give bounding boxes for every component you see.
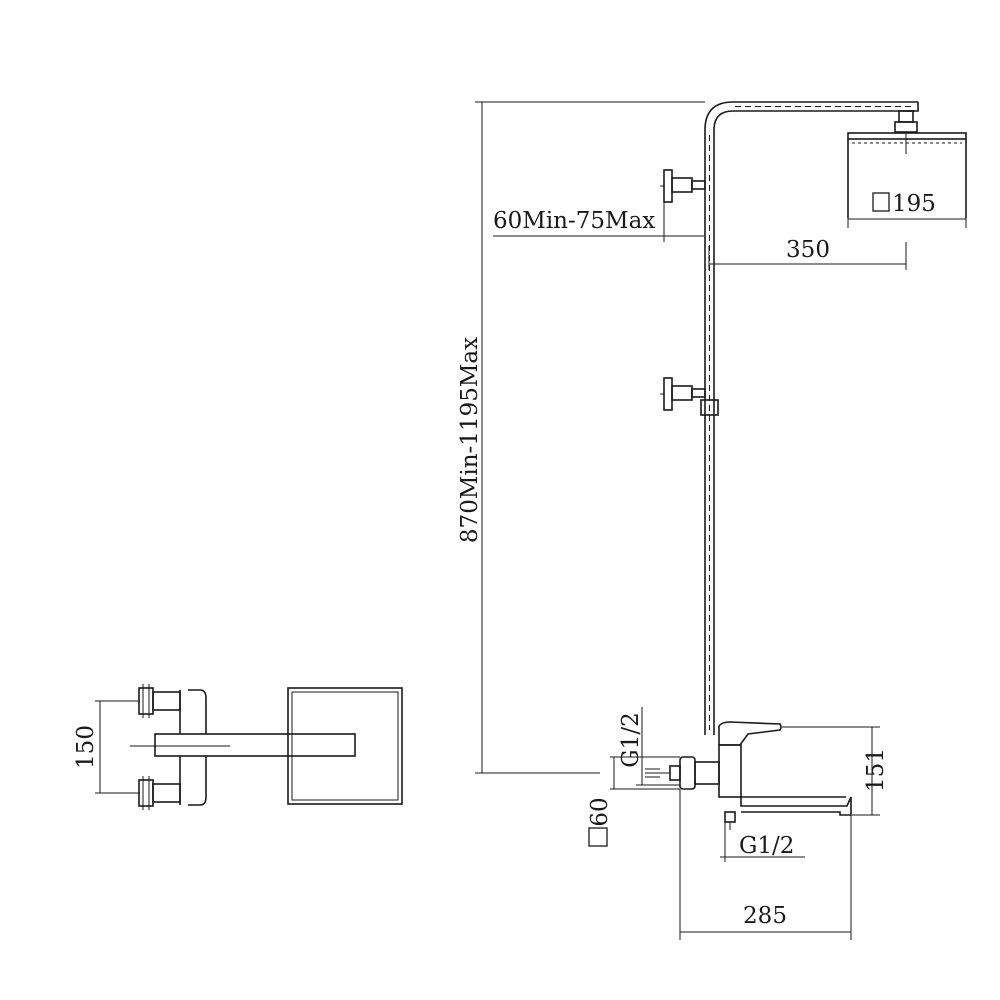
mixer-body <box>718 744 742 798</box>
arm-length-label: 350 <box>786 237 830 263</box>
g-half-vertical-label: G1/2 <box>618 712 644 767</box>
dimension-g-half-bottom <box>720 822 805 862</box>
rain-shower-head <box>847 132 967 218</box>
mixer-top-view: 150 <box>73 684 403 810</box>
total-height-label: 870Min-1195Max <box>457 337 483 543</box>
dimension-head-size <box>847 215 967 228</box>
slider-sleeve <box>700 399 719 416</box>
dimension-wall-offset <box>493 190 706 242</box>
square-symbol-icon <box>872 192 890 212</box>
dimension-mixer-height <box>782 726 880 816</box>
head-size-label: 195 <box>892 191 936 217</box>
upper-wall-bracket <box>660 169 706 203</box>
lower-wall-bracket <box>660 377 706 411</box>
dimension-total-height <box>475 101 705 774</box>
square-symbol-icon <box>588 827 608 847</box>
mixer-height-label: 151 <box>863 748 889 792</box>
dimension-arm-length <box>708 242 907 270</box>
mixer-side-view <box>645 721 852 830</box>
dimension-150 <box>95 700 140 794</box>
centers-label: 150 <box>73 725 99 769</box>
g-half-bottom-label: G1/2 <box>739 833 794 859</box>
spout-length-label: 285 <box>743 903 787 929</box>
dimension-spout-length <box>679 789 852 940</box>
wall-offset-label: 60Min-75Max <box>493 208 655 234</box>
dimension-g-half-vertical <box>636 707 680 786</box>
escutcheon-label: 60 <box>587 797 613 826</box>
head-connector <box>898 110 914 123</box>
dimension-escutcheon <box>610 756 680 790</box>
lever-handle <box>154 733 356 757</box>
mixer-plate <box>287 687 403 805</box>
